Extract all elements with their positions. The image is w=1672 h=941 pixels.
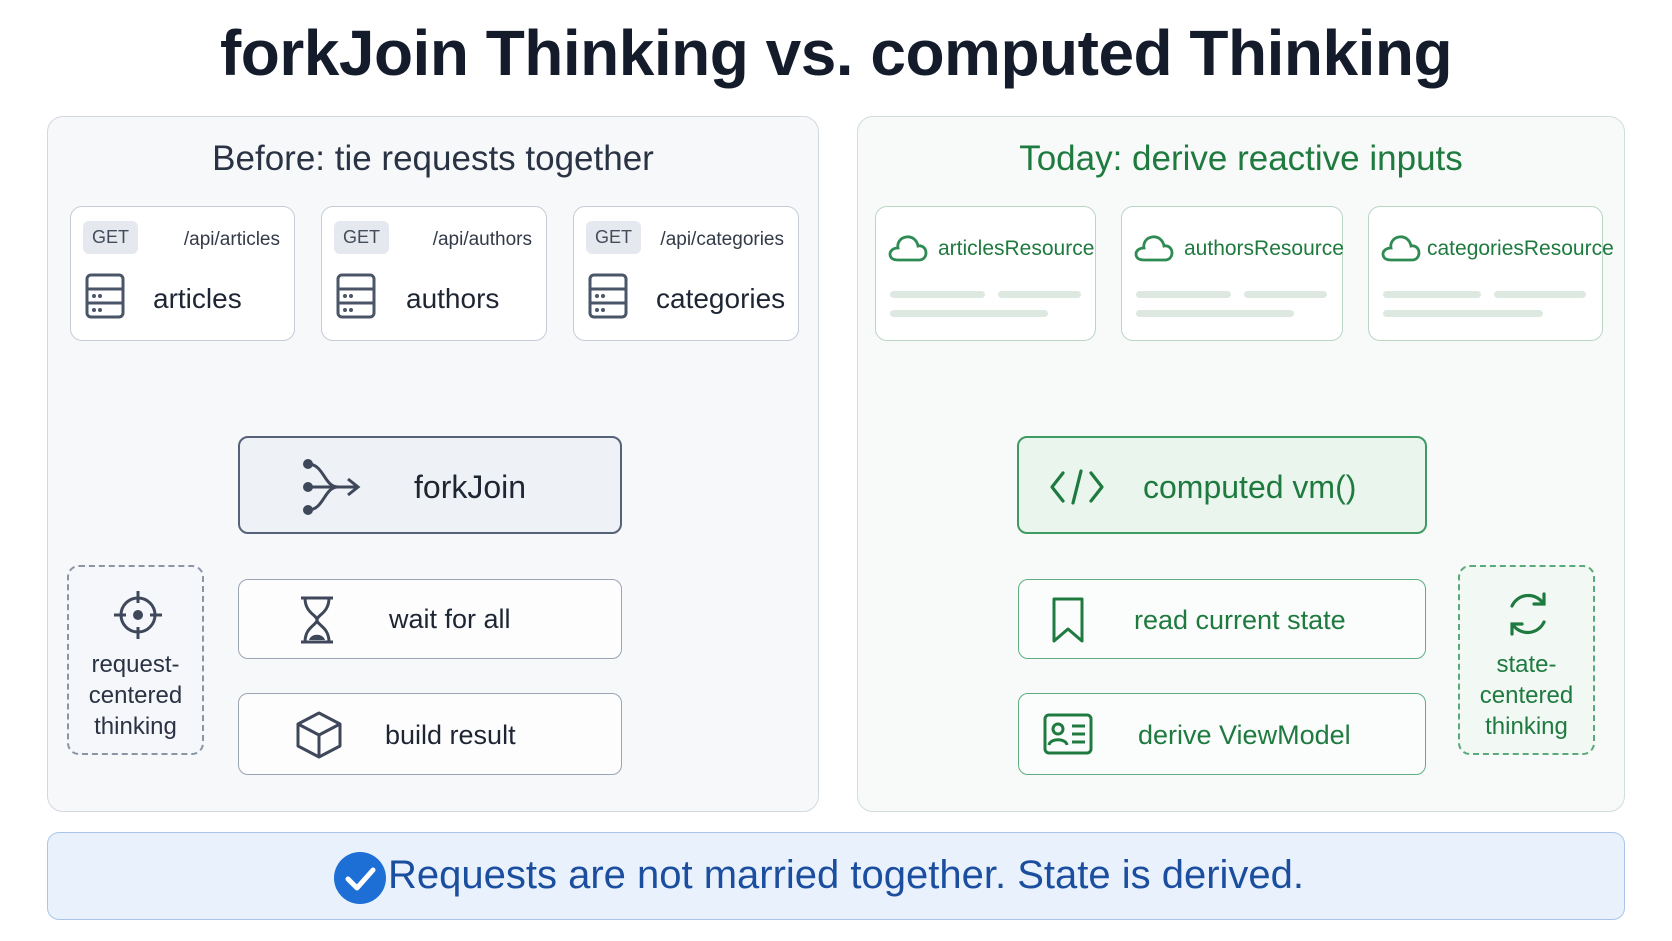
placeholder-bar xyxy=(890,310,1048,317)
code-icon xyxy=(1050,469,1104,505)
request-centered-note: request- centered thinking xyxy=(67,565,204,755)
placeholder-bar xyxy=(1136,291,1231,298)
request-name: categories xyxy=(656,283,786,314)
request-path: /api/categories xyxy=(660,229,784,250)
hourglass-icon xyxy=(301,596,333,644)
cloud-icon xyxy=(1381,235,1421,262)
refresh-icon xyxy=(1510,592,1546,636)
request-card-authors: GET /api/authors authors xyxy=(321,206,547,341)
resource-name: authorsResource xyxy=(1184,237,1344,260)
summary-banner: Requests are not married together. State… xyxy=(47,832,1625,920)
request-centered-text: request- centered thinking xyxy=(88,651,183,740)
resource-name: articlesResource xyxy=(938,237,1095,260)
placeholder-bar xyxy=(890,291,985,298)
request-path: /api/articles xyxy=(183,229,280,250)
resource-card-authors: authorsResource xyxy=(1121,206,1344,341)
placeholder-bar xyxy=(1244,291,1327,298)
resource-name: categoriesResource xyxy=(1427,237,1614,260)
request-name: articles xyxy=(153,283,242,314)
bookmark-icon xyxy=(1052,597,1084,643)
summary-text: Requests are not married together. State… xyxy=(387,853,1305,897)
server-icon xyxy=(336,273,376,319)
fork-icon xyxy=(303,459,361,515)
read-current-state-label: read current state xyxy=(1134,605,1346,635)
request-card-categories: GET /api/categories categories xyxy=(573,206,799,341)
resource-card-categories: categoriesResource xyxy=(1368,206,1614,341)
id-card-icon xyxy=(1043,713,1093,755)
build-result-step: build result xyxy=(238,693,622,775)
computed-vm-label: computed vm() xyxy=(1143,469,1357,505)
build-result-label: build result xyxy=(385,720,516,750)
request-card-articles: GET /api/articles articles xyxy=(70,206,295,341)
cube-icon xyxy=(296,711,342,759)
derive-viewmodel-step: derive ViewModel xyxy=(1018,693,1426,775)
today-panel-title: Today: derive reactive inputs xyxy=(1019,139,1463,178)
http-method-badge: GET xyxy=(83,221,139,254)
computed-vm-step: computed vm() xyxy=(1017,436,1427,534)
state-centered-note: state- centered thinking xyxy=(1458,565,1595,755)
http-method-badge: GET xyxy=(586,221,642,254)
cloud-icon xyxy=(888,235,928,262)
resource-card-articles: articlesResource xyxy=(875,206,1096,341)
wait-for-all-label: wait for all xyxy=(389,604,511,634)
wait-for-all-step: wait for all xyxy=(238,579,622,659)
read-current-state-step: read current state xyxy=(1018,579,1426,659)
derive-viewmodel-label: derive ViewModel xyxy=(1138,720,1351,750)
placeholder-bar xyxy=(1383,291,1481,298)
placeholder-bar xyxy=(1494,291,1586,298)
forkjoin-label: forkJoin xyxy=(414,469,527,505)
placeholder-bar xyxy=(1136,310,1294,317)
check-circle-icon xyxy=(334,852,386,904)
placeholder-bar xyxy=(1383,310,1543,317)
target-icon xyxy=(114,591,162,639)
request-path: /api/authors xyxy=(432,229,532,250)
server-icon xyxy=(588,273,628,319)
cloud-icon xyxy=(1134,235,1174,262)
forkjoin-step: forkJoin xyxy=(238,436,622,534)
http-method-badge: GET xyxy=(334,221,390,254)
server-icon xyxy=(85,273,125,319)
state-centered-text: state- centered thinking xyxy=(1479,651,1574,740)
placeholder-bar xyxy=(998,291,1081,298)
page-title: forkJoin Thinking vs. computed Thinking xyxy=(219,17,1453,89)
before-panel-title: Before: tie requests together xyxy=(212,139,654,178)
request-name: authors xyxy=(406,283,500,314)
